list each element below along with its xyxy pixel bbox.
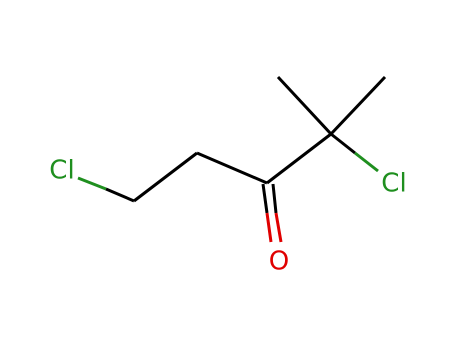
bond-c3-o-line2-black [271, 183, 278, 214]
bond-c4-cl-black [330, 132, 356, 155]
bond-c3-c4 [266, 132, 332, 185]
bond-c3-o-line1-black [261, 183, 269, 214]
bond-c1-c2 [133, 151, 198, 203]
atom-oxygen-label: O [269, 247, 289, 277]
bond-c2-c3 [196, 151, 268, 185]
bond-c3-o-line1-red [265, 212, 273, 243]
bond-c4-methyl-left [276, 75, 333, 136]
atom-chlorine-right-label: Cl [381, 169, 406, 199]
bond-cl-c1-black [105, 187, 135, 203]
atom-chlorine-left-label: Cl [49, 156, 74, 186]
bond-c3-o-line2-red [274, 212, 283, 243]
bond-c4-methyl-right [329, 75, 387, 136]
bond-c4-cl-green [354, 151, 379, 173]
bond-cl-c1-green [77, 176, 107, 191]
